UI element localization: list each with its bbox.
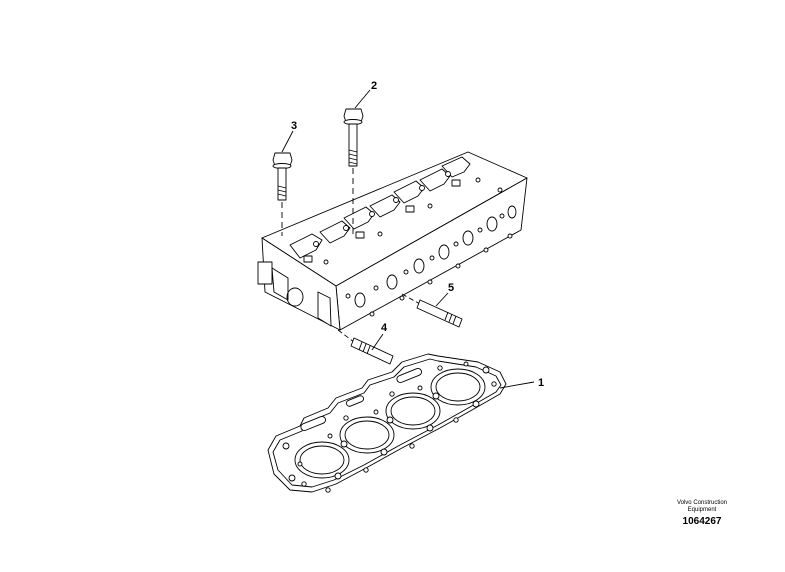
head-ports — [345, 205, 517, 317]
company-name-line2: Equipment — [687, 507, 717, 513]
gasket-bolt-holes — [282, 361, 497, 493]
head-gasket — [267, 353, 507, 493]
callouts: 1 2 3 4 5 — [291, 80, 544, 389]
gasket-bores — [294, 368, 486, 479]
callout-2: 2 — [371, 80, 377, 92]
callout-1: 1 — [538, 377, 544, 389]
bolt-2 — [343, 108, 364, 236]
company-name-line1: Volvo Construction — [676, 500, 727, 506]
stud-5 — [401, 293, 463, 328]
callout-4: 4 — [381, 322, 388, 334]
stud-4 — [337, 329, 394, 365]
valve-bridges — [289, 156, 503, 265]
callout-5: 5 — [448, 282, 454, 294]
drawing-reference-number: 1064267 — [682, 516, 722, 527]
cylinder-head — [257, 151, 528, 331]
drawing-footer: Volvo Construction Equipment 1064267 — [677, 500, 727, 527]
callout-3: 3 — [291, 120, 297, 132]
leader-lines — [281, 89, 535, 389]
bolt-3 — [272, 152, 293, 236]
